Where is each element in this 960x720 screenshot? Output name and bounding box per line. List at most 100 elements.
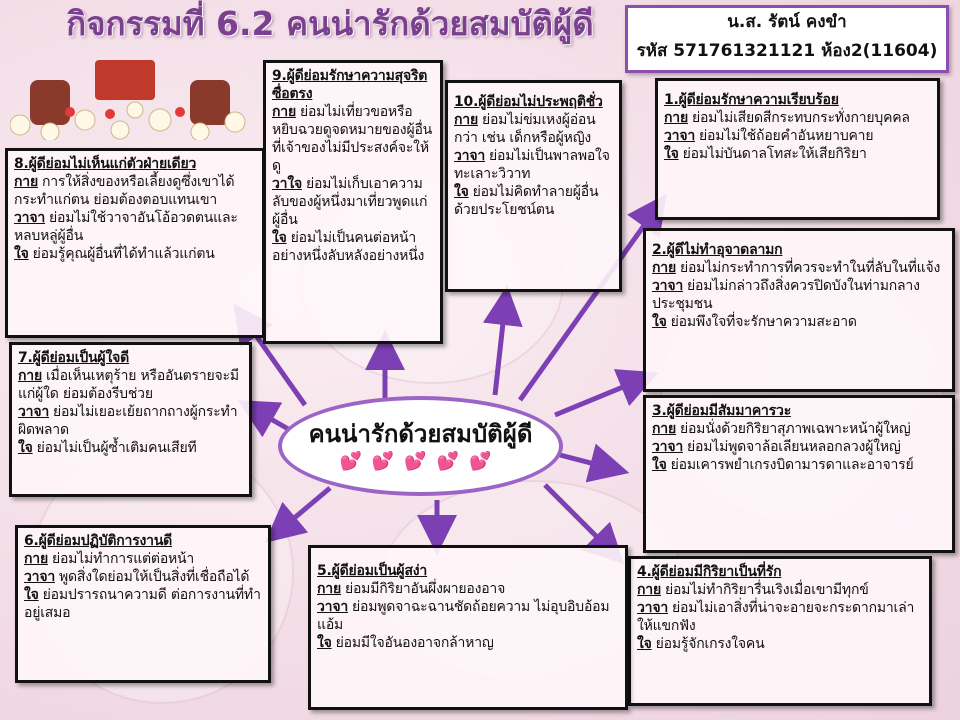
aspect-label: วาจา: [652, 278, 683, 294]
aspect-text: ย่อมไม่กล่าวถึงสิ่งควรปิดบังในท่ามกลางปร…: [652, 278, 920, 312]
aspect-text: ย่อมไม่ทำกิริยารื่นเริงเมื่อเขามีทุกข์: [664, 582, 869, 598]
aspect-label: ใจ: [664, 146, 679, 162]
arrow-to-box-1: [517, 193, 667, 402]
aspect-text: ย่อมไม่เอาสิ่งที่น่าจะอายจะกระดากมาเล่าใ…: [637, 600, 915, 634]
aspect-text: ย่อมไม่ใช้ถ้อยคำอันหยาบคาย: [699, 128, 874, 144]
principle-line: ใจย่อมไม่บันดาลโทสะให้เสียกิริยา: [664, 145, 931, 163]
aspect-text: ย่อมพูดจาฉะฉานชัดถ้อยความ ไม่อุบอิบอ้อมแ…: [317, 599, 610, 633]
principle-heading: 8.ผู้ดีย่อมไม่เห็นแก่ตัวฝ่ายเดียว: [14, 156, 197, 172]
aspect-text: ย่อมไม่บันดาลโทสะให้เสียกิริยา: [682, 146, 867, 162]
aspect-label: ใจ: [637, 636, 652, 652]
principle-line: กายย่อมนั่งด้วยกิริยาสุภาพเฉพาะหน้าผู้ให…: [652, 420, 946, 438]
principle-line: กายย่อมไม่ทำกิริยารื่นเริงเมื่อเขามีทุกข…: [637, 581, 923, 599]
aspect-text: ย่อมไม่ข่มเหงผู้อ่อนกว่า เช่น เด็กหรือผู…: [454, 112, 596, 146]
aspect-label: กาย: [18, 368, 42, 384]
principle-box-2: 2.ผู้ดีไม่ทำอุจาดลามกกายย่อมไม่กระทำการท…: [643, 228, 955, 392]
aspect-text: ย่อมไม่เที่ยวขอหรือหยิบฉวยดูจดหมายของผู้…: [272, 104, 433, 174]
principle-line: ใจย่อมรู้คุณผู้อื่นที่ได้ทำแล้วแก่ตน: [14, 245, 256, 263]
principle-line: ใจย่อมไม่เป็นผู้ซ้ำเติมคนเสียที: [18, 439, 243, 457]
principle-line: กายย่อมไม่เสียดสีกระทบกระทั่งกายบุคคล: [664, 109, 931, 127]
aspect-text: ย่อมมีกิริยาอันผึ่งผายองอาจ: [344, 581, 506, 597]
aspect-text: ย่อมพึงใจที่จะรักษาความสะอาด: [670, 314, 857, 330]
principle-line: ใจย่อมปรารถนาความดี ต่อการงานที่ทำอยู่เส…: [24, 586, 262, 622]
page-title: กิจกรรมที่ 6.2 คนน่ารักด้วยสมบัติผู้ดี: [66, 4, 594, 43]
principle-line: วาจาย่อมไม่เอาสิ่งที่น่าจะอายจะกระดากมาเ…: [637, 599, 923, 635]
aspect-label: ใจ: [24, 587, 39, 603]
aspect-text: ย่อมไม่เก็บเอาความลับของผู้หนึ่งมาเที่ยว…: [272, 176, 428, 228]
arrow-to-box-3: [559, 443, 630, 483]
decorative-jars-and-flowers: [9, 50, 255, 142]
aspect-label: วาจา: [652, 439, 683, 455]
principle-box-9: 9.ผู้ดีย่อมรักษาความสุจริตซื่อตรงกายย่อม…: [263, 60, 443, 344]
principle-line: กายย่อมไม่ข่มเหงผู้อ่อนกว่า เช่น เด็กหรื…: [454, 111, 613, 147]
aspect-label: ใจ: [14, 246, 29, 262]
aspect-label: กาย: [652, 421, 676, 437]
student-info-box: น.ส. รัตน์ คงขำ รหัส 571761321121 ห้อง2(…: [625, 5, 949, 73]
aspect-label: วาจา: [14, 210, 45, 226]
principle-line: กายย่อมไม่เที่ยวขอหรือหยิบฉวยดูจดหมายของ…: [272, 103, 434, 175]
principle-line: กายย่อมมีกิริยาอันผึ่งผายองอาจ: [317, 580, 619, 598]
aspect-label: กาย: [14, 174, 38, 190]
aspect-text: ย่อมรู้จักเกรงใจคน: [655, 636, 765, 652]
aspect-label: วาจา: [637, 600, 668, 616]
aspect-label: กาย: [454, 112, 478, 128]
central-topic-label: คนน่ารักด้วยสมบัติผู้ดี: [308, 420, 533, 448]
hearts-decoration: 💕💕💕💕💕: [339, 451, 502, 472]
aspect-label: ใจ: [652, 314, 667, 330]
principle-line: กายย่อมไม่ทำการแต่ต่อหน้า: [24, 550, 262, 568]
central-topic: คนน่ารักด้วยสมบัติผู้ดี 💕💕💕💕💕: [278, 396, 563, 496]
principle-line: วาจาย่อมไม่ใช้ถ้อยคำอันหยาบคาย: [664, 127, 931, 145]
principle-heading: 10.ผู้ดีย่อมไม่ประพฤติชั่ว: [454, 94, 603, 110]
principle-line: ใจย่อมเคารพยำเกรงบิดามารดาและอาจารย์: [652, 456, 946, 474]
principle-heading: 2.ผู้ดีไม่ทำอุจาดลามก: [652, 242, 783, 258]
aspect-label: วาใจ: [272, 176, 302, 192]
aspect-label: วาจา: [454, 148, 485, 164]
aspect-text: ย่อมไม่พูดจาล้อเลียนหลอกลวงผู้ใหญ่: [687, 439, 901, 455]
principle-box-7: 7.ผู้ดีย่อมเป็นผู้ใจดีกายเมื่อเห็นเหตุร้…: [9, 342, 252, 497]
principle-line: ใจย่อมพึงใจที่จะรักษาความสะอาด: [652, 313, 946, 331]
aspect-label: ใจ: [272, 230, 287, 246]
aspect-label: ใจ: [454, 184, 469, 200]
principle-line: ใจย่อมไม่คิดทำลายผู้อื่นด้วยประโยชน์ตน: [454, 183, 613, 219]
aspect-text: การให้สิ่งของหรือเลี้ยงดูซึ่งเขาได้กระทำ…: [14, 174, 235, 208]
aspect-label: วาจา: [18, 404, 49, 420]
aspect-label: วาจา: [24, 569, 55, 585]
principle-line: กายย่อมไม่กระทำการที่ควรจะทำในที่ลับในที…: [652, 259, 946, 277]
aspect-text: เมื่อเห็นเหตุร้าย หรืออันตรายจะมีแก่ผู้ใ…: [18, 368, 239, 402]
aspect-label: กาย: [664, 110, 688, 126]
principle-heading: 3.ผู้ดีย่อมมีสัมมาคารวะ: [652, 403, 792, 419]
arrow-to-box-2: [554, 369, 659, 418]
principle-heading: 9.ผู้ดีย่อมรักษาความสุจริตซื่อตรง: [272, 68, 428, 102]
student-id: รหัส 571761321121 ห้อง2(11604): [636, 41, 938, 61]
principle-box-4: 4.ผู้ดีย่อมมีกิริยาเป็นที่รักกายย่อมไม่ท…: [628, 556, 932, 706]
principle-heading: 4.ผู้ดีย่อมมีกิริยาเป็นที่รัก: [637, 564, 782, 580]
principle-line: กายการให้สิ่งของหรือเลี้ยงดูซึ่งเขาได้กร…: [14, 173, 256, 209]
principle-line: วาจาย่อมพูดจาฉะฉานชัดถ้อยความ ไม่อุบอิบอ…: [317, 598, 619, 634]
aspect-label: วาจา: [317, 599, 348, 615]
principle-box-10: 10.ผู้ดีย่อมไม่ประพฤติชั่วกายย่อมไม่ข่มเ…: [445, 80, 622, 292]
aspect-label: กาย: [317, 581, 341, 597]
principle-heading: 6.ผู้ดีย่อมปฏิบัติการงานดี: [24, 533, 173, 549]
principle-line: วาจาพูดสิ่งใดย่อมให้เป็นสิ่งที่เชื่อถือไ…: [24, 568, 262, 586]
principle-line: วาจาย่อมไม่เยอะเย้ยถากถางผู้กระทำผิดพลาด: [18, 403, 243, 439]
aspect-label: กาย: [652, 260, 676, 276]
aspect-text: พูดสิ่งใดย่อมให้เป็นสิ่งที่เชื่อถือได้: [59, 569, 250, 585]
aspect-text: ย่อมไม่เยอะเย้ยถากถางผู้กระทำผิดพลาด: [18, 404, 238, 438]
principle-line: วาจาย่อมไม่กล่าวถึงสิ่งควรปิดบังในท่ามกล…: [652, 277, 946, 313]
principle-line: ใจย่อมรู้จักเกรงใจคน: [637, 635, 923, 653]
aspect-text: ย่อมรู้คุณผู้อื่นที่ได้ทำแล้วแก่ตน: [32, 246, 215, 262]
principle-line: วาจาย่อมไม่เป็นพาลพอใจทะเลาะวิวาท: [454, 147, 613, 183]
principle-line: กายเมื่อเห็นเหตุร้าย หรืออันตรายจะมีแก่ผ…: [18, 367, 243, 403]
aspect-text: ย่อมเคารพยำเกรงบิดามารดาและอาจารย์: [670, 457, 914, 473]
principle-box-3: 3.ผู้ดีย่อมมีสัมมาคารวะกายย่อมนั่งด้วยกิ…: [643, 395, 955, 553]
principle-box-6: 6.ผู้ดีย่อมปฏิบัติการงานดีกายย่อมไม่ทำกา…: [15, 525, 271, 683]
aspect-text: ย่อมไม่ทำการแต่ต่อหน้า: [51, 551, 195, 567]
aspect-text: ย่อมไม่เป็นพาลพอใจทะเลาะวิวาท: [454, 148, 610, 182]
aspect-text: ย่อมนั่งด้วยกิริยาสุภาพเฉพาะหน้าผู้ใหญ่: [679, 421, 911, 437]
aspect-text: ย่อมมีใจอันองอาจกล้าหาญ: [335, 635, 494, 651]
principle-line: วาจาย่อมไม่พูดจาล้อเลียนหลอกลวงผู้ใหญ่: [652, 438, 946, 456]
principle-heading: 7.ผู้ดีย่อมเป็นผู้ใจดี: [18, 350, 129, 366]
principle-line: ใจย่อมไม่เป็นคนต่อหน้าอย่างหนึ่งลับหลังอ…: [272, 229, 434, 265]
principle-line: วาจาย่อมไม่ใช้วาจาอันโอ้อวดตนและหลบหลู่ผ…: [14, 209, 256, 245]
principle-box-8: 8.ผู้ดีย่อมไม่เห็นแก่ตัวฝ่ายเดียวกายการใ…: [5, 148, 265, 338]
